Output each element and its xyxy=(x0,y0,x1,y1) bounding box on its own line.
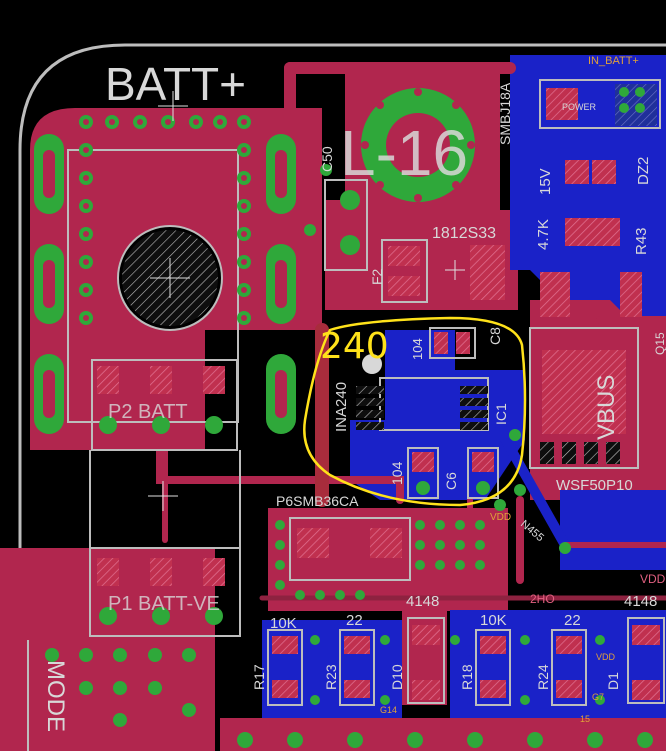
label-c8: C8 xyxy=(487,327,503,345)
label-104-b: 104 xyxy=(389,461,405,485)
batt-connector-pads xyxy=(34,134,296,434)
label-10k-a: 10K xyxy=(270,615,297,632)
label-r43: R43 xyxy=(633,227,650,255)
label-2ho: 2HO xyxy=(530,592,555,606)
label-p6smb36ca: P6SMB36CA xyxy=(276,493,359,509)
label-c6: C6 xyxy=(443,472,459,490)
label-r17: R17 xyxy=(251,664,267,690)
label-15: 15 xyxy=(580,714,590,724)
mounting-hole xyxy=(117,225,223,331)
label-104-a: 104 xyxy=(410,338,425,360)
label-15v: 15V xyxy=(537,168,554,195)
label-dz2: DZ2 xyxy=(635,157,652,185)
label-10k-b: 10K xyxy=(480,612,507,629)
label-1812s33: 1812S33 xyxy=(432,225,496,242)
origin-crosshairs xyxy=(148,91,188,511)
via-grid xyxy=(79,115,571,554)
top-components xyxy=(324,179,505,303)
board-outline xyxy=(18,43,666,751)
bottom-strip xyxy=(220,718,666,751)
label-vdd-small-2: VDD xyxy=(596,652,616,662)
label-22-b: 22 xyxy=(564,612,581,629)
label-r23: R23 xyxy=(323,664,339,690)
label-4148-b: 4148 xyxy=(624,593,657,610)
annotation-circle xyxy=(303,316,527,507)
label-vbus: VBUS xyxy=(593,375,620,440)
annotation-label: 240 xyxy=(320,326,389,367)
label-ic1: IC1 xyxy=(493,403,509,425)
label-d10: D10 xyxy=(389,664,405,690)
label-4k7: 4.7K xyxy=(535,219,552,250)
label-p1-batt-ve: P1 BATT-VE xyxy=(108,593,220,615)
p1-connector xyxy=(89,450,241,637)
label-batt-plus: BATT+ xyxy=(105,58,246,110)
label-22-a: 22 xyxy=(346,612,363,629)
silkscreen-labels: BATT+ L-16 IN_BATT+ POWER SMBJ18A C50 F2… xyxy=(42,55,666,732)
p2-connector xyxy=(91,359,238,451)
label-smbj18a: SMBJ18A xyxy=(497,82,513,145)
power-section xyxy=(539,79,661,317)
label-g14: G14 xyxy=(380,705,397,715)
label-wsf50p10: WSF50P10 xyxy=(556,477,633,494)
label-mode: MODE xyxy=(42,660,69,732)
label-c50: C50 xyxy=(319,146,335,172)
label-q15: Q15 xyxy=(653,332,666,355)
label-r24: R24 xyxy=(535,664,551,690)
label-r18: R18 xyxy=(459,664,475,690)
vbus-mosfet xyxy=(529,327,639,469)
mode-connector xyxy=(27,640,196,751)
label-f2: F2 xyxy=(369,268,385,285)
label-g7: G7 xyxy=(592,692,604,702)
copper-traces xyxy=(156,62,666,601)
p6smb36ca-block xyxy=(275,517,485,600)
label-p2-batt: P2 BATT xyxy=(108,401,188,423)
bottom-resistors xyxy=(267,617,665,706)
label-ina240: INA240 xyxy=(333,382,350,432)
l16-pad xyxy=(361,88,475,202)
label-in-batt: IN_BATT+ xyxy=(588,55,639,67)
ina240-region xyxy=(356,327,499,499)
label-power: POWER xyxy=(562,102,597,112)
label-vdd-small: VDD xyxy=(490,512,511,523)
label-d1: D1 xyxy=(605,672,621,690)
label-l16: L-16 xyxy=(340,117,468,189)
label-vdd-right: VDD xyxy=(640,572,666,586)
label-4148-a: 4148 xyxy=(406,593,439,610)
